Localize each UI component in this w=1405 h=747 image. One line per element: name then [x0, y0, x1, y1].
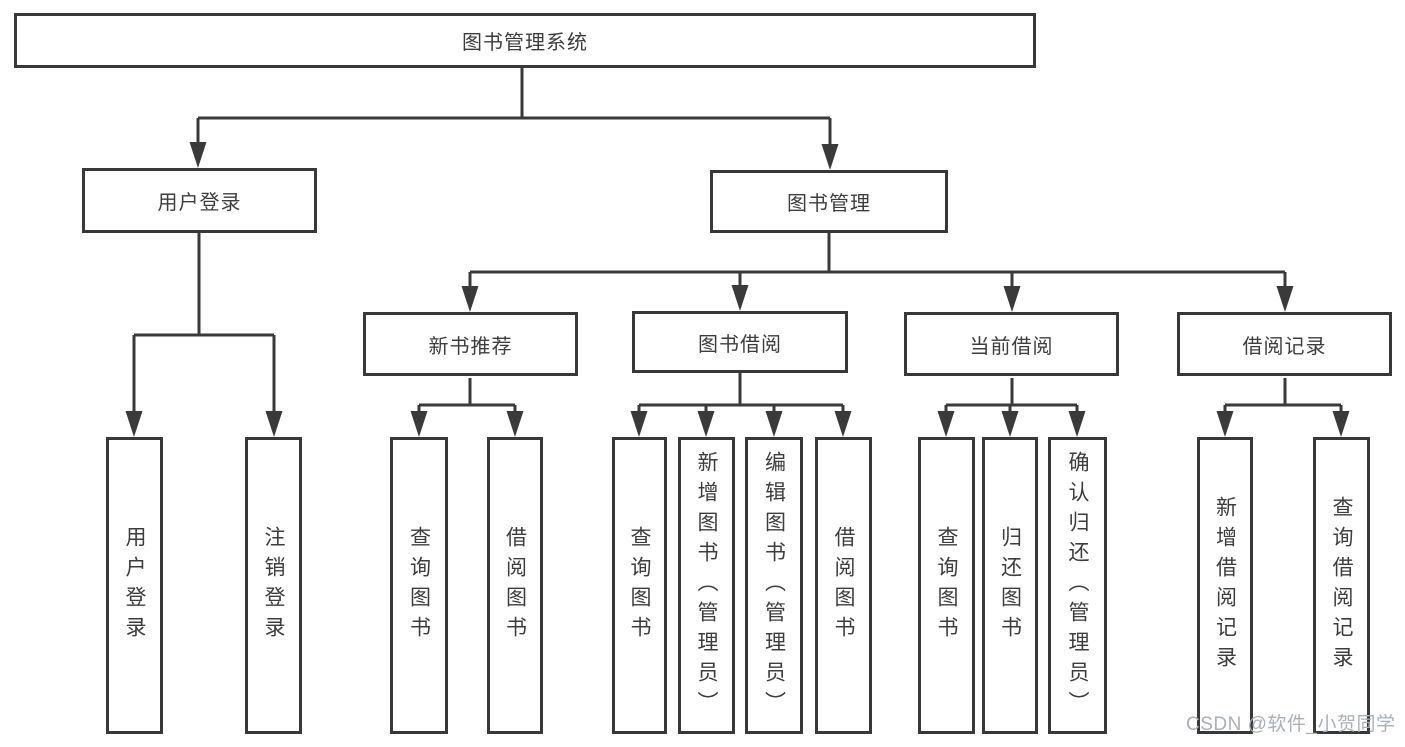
- leaf-current-query-books-label: 查询图书: [935, 525, 958, 646]
- leaf-add-books-admin: 新增图书（管理员）: [678, 437, 735, 734]
- leaf-add-books-admin-label: 新增图书（管理员）: [695, 450, 718, 721]
- leaf-recommend-query-books-label: 查询图书: [407, 525, 431, 646]
- leaf-logout-label: 注销登录: [262, 525, 285, 646]
- node-user-login: 用户登录: [82, 168, 317, 233]
- leaf-borrow-books: 借阅图书: [815, 437, 872, 734]
- node-root-label: 图书管理系统: [462, 32, 588, 54]
- leaf-recommend-borrow-books-label: 借阅图书: [503, 525, 527, 646]
- leaf-return-books-label: 归还图书: [998, 525, 1022, 646]
- leaf-query-borrow-record: 查询借阅记录: [1313, 437, 1370, 734]
- leaf-query-borrow-record-label: 查询借阅记录: [1330, 495, 1353, 676]
- node-user-login-label: 用户登录: [157, 192, 242, 214]
- leaf-logout: 注销登录: [245, 437, 302, 734]
- node-book-borrow: 图书借阅: [632, 311, 848, 373]
- node-current-borrow: 当前借阅: [904, 312, 1119, 376]
- leaf-user-login: 用户登录: [106, 437, 163, 734]
- node-root-system: 图书管理系统: [14, 13, 1036, 68]
- leaf-edit-books-admin-label: 编辑图书（管理员）: [762, 450, 786, 721]
- leaf-edit-books-admin: 编辑图书（管理员）: [745, 437, 803, 734]
- node-book-management-label: 图书管理: [787, 193, 871, 215]
- leaf-add-borrow-record-label: 新增借阅记录: [1213, 495, 1237, 676]
- node-new-book-recommend-label: 新书推荐: [428, 335, 513, 358]
- leaf-add-borrow-record: 新增借阅记录: [1197, 437, 1253, 734]
- csdn-watermark: CSDN @软件_小贺同学: [1186, 714, 1396, 735]
- node-borrow-records-label: 借阅记录: [1242, 335, 1327, 358]
- leaf-return-books: 归还图书: [982, 437, 1038, 734]
- node-new-book-recommend: 新书推荐: [363, 312, 578, 376]
- leaf-borrow-books-label: 借阅图书: [832, 525, 855, 646]
- node-book-borrow-label: 图书借阅: [698, 333, 782, 356]
- leaf-borrow-query-books-label: 查询图书: [628, 525, 651, 646]
- leaf-confirm-return-admin-label: 确认归还（管理员）: [1066, 450, 1089, 721]
- leaf-confirm-return-admin: 确认归还（管理员）: [1048, 437, 1107, 734]
- leaf-current-query-books: 查询图书: [918, 437, 975, 734]
- leaf-borrow-query-books: 查询图书: [612, 437, 667, 734]
- leaf-user-login-label: 用户登录: [123, 525, 146, 646]
- node-current-borrow-label: 当前借阅: [969, 335, 1054, 358]
- node-book-management: 图书管理: [710, 170, 948, 233]
- leaf-recommend-query-books: 查询图书: [390, 437, 448, 734]
- leaf-recommend-borrow-books: 借阅图书: [487, 437, 543, 734]
- node-borrow-records: 借阅记录: [1177, 312, 1392, 376]
